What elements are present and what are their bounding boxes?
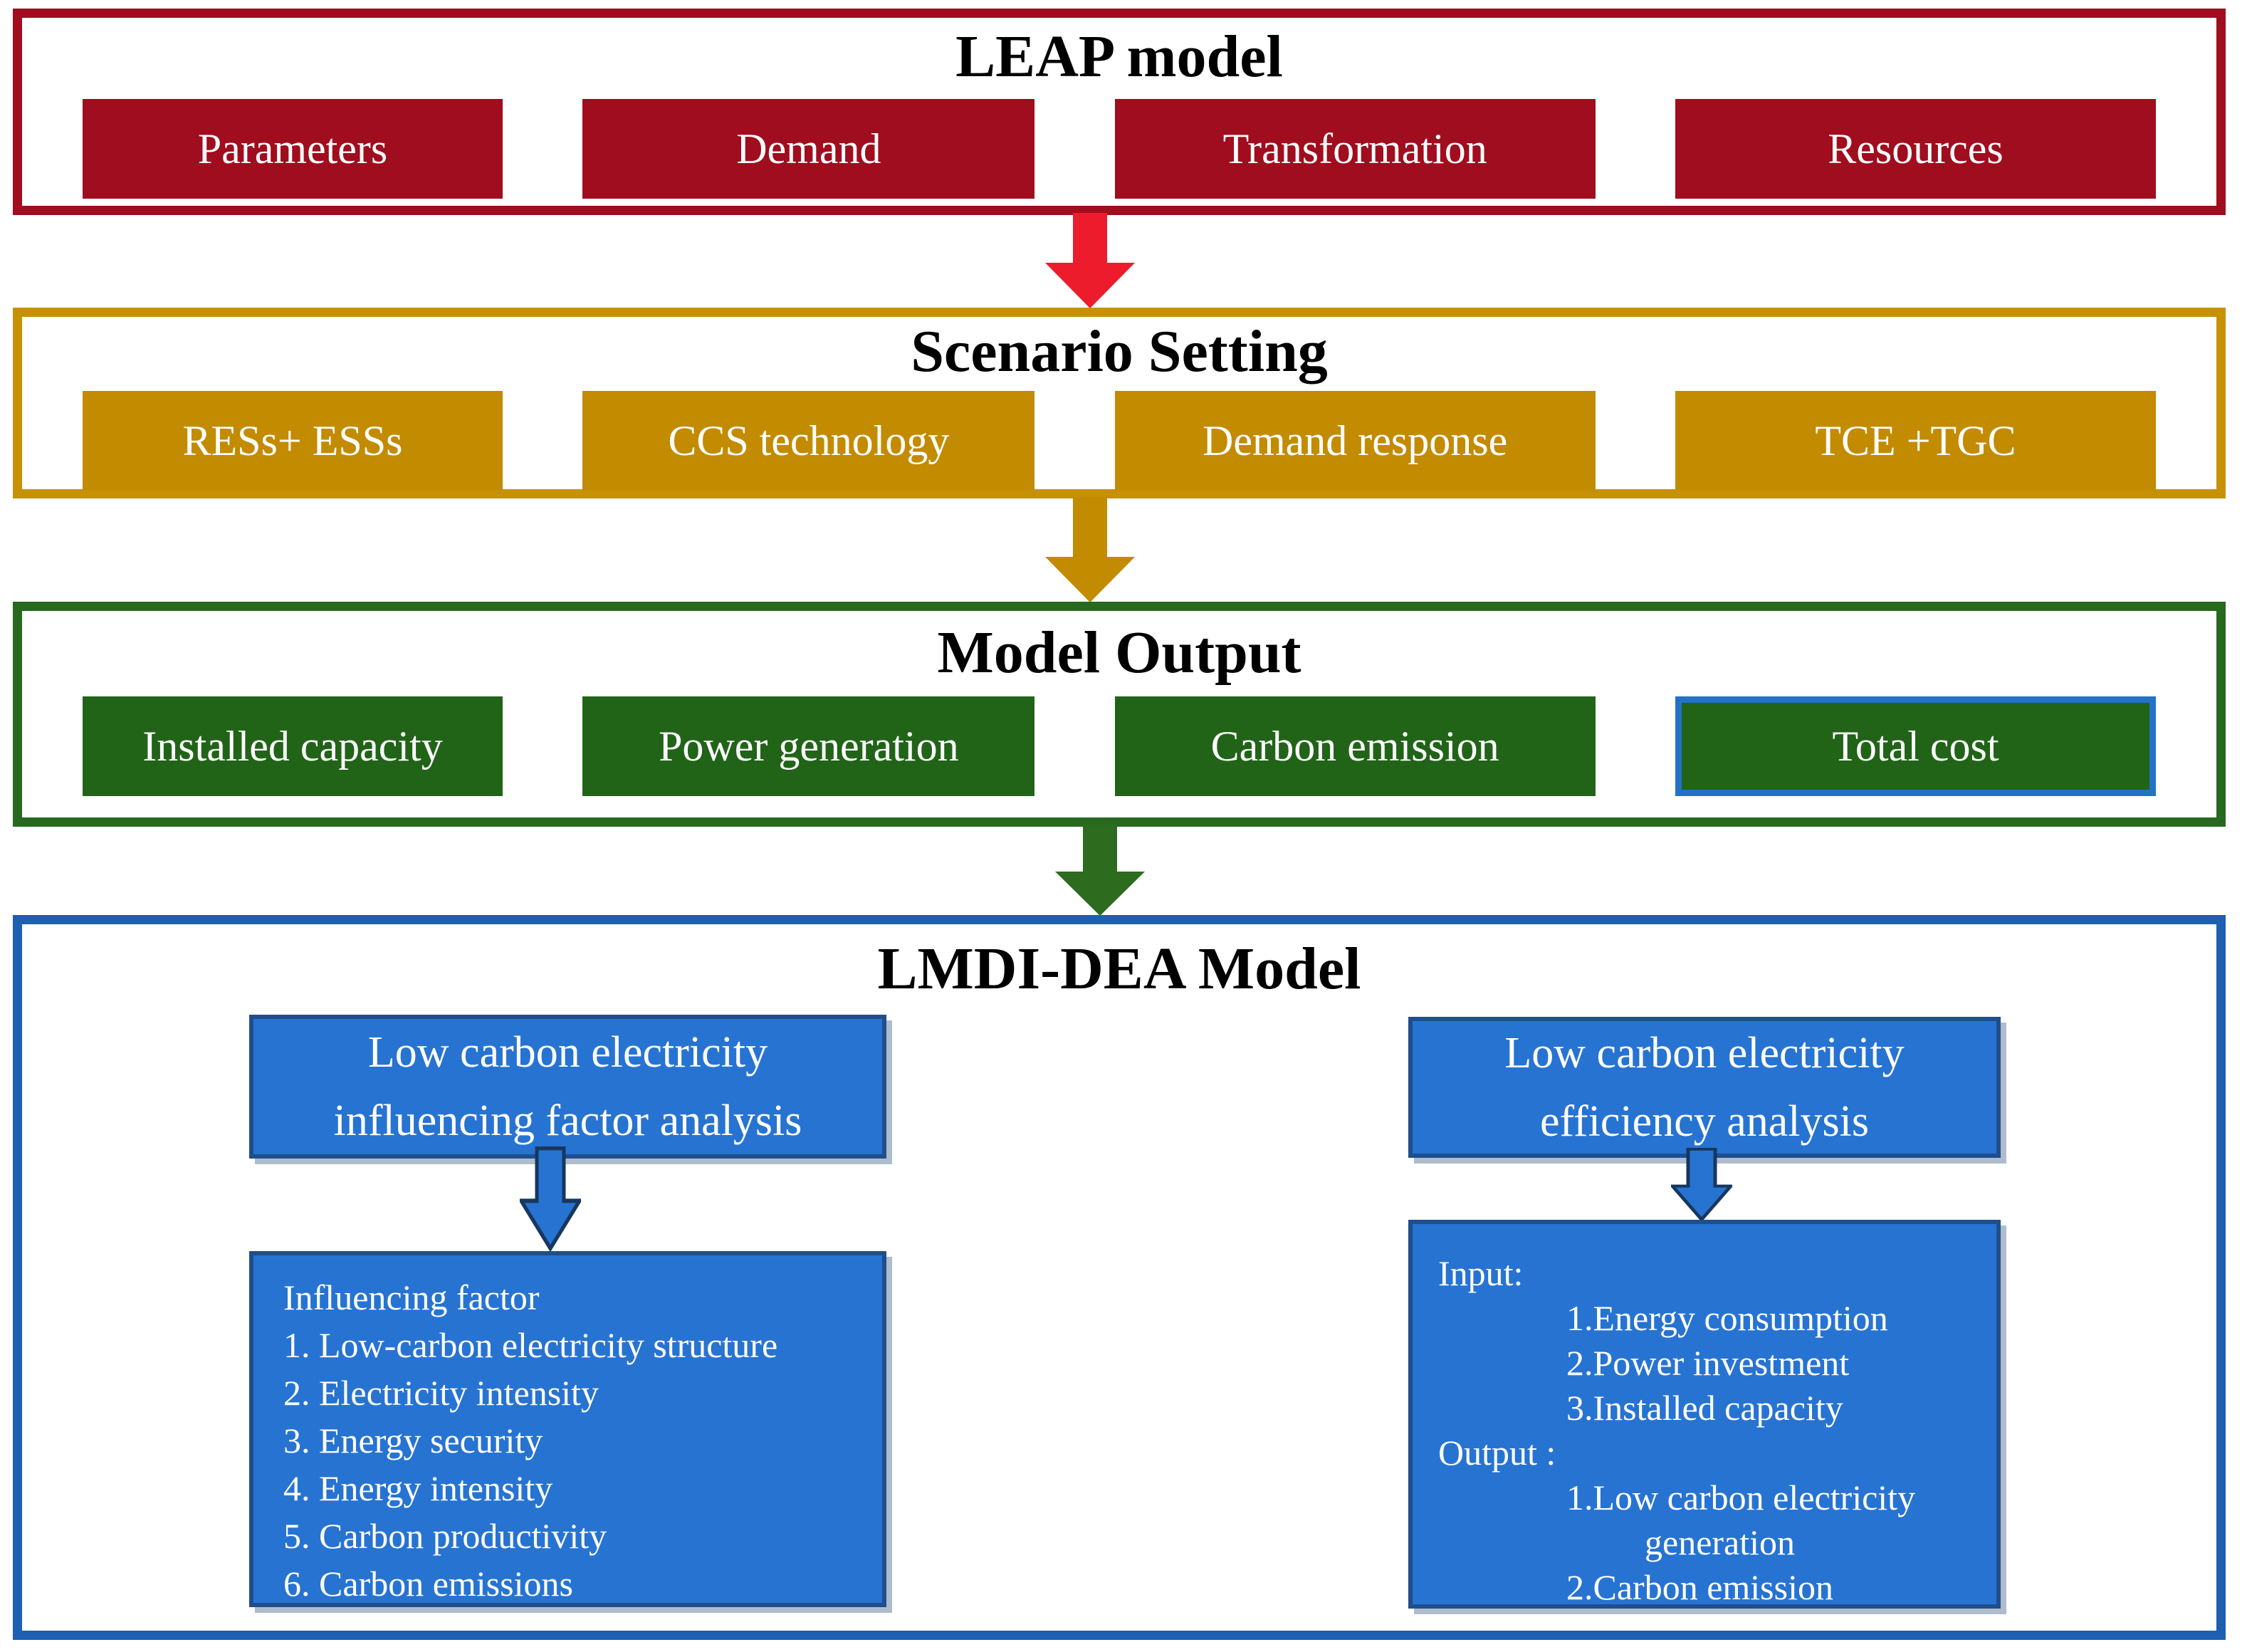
blue-down-arrow-left-icon xyxy=(520,1146,581,1252)
influencing-factor-item-6: 6. Carbon emissions xyxy=(283,1564,573,1604)
influencing-factor-item-3: 3. Energy security xyxy=(283,1421,543,1460)
scenario-setting-title: Scenario Setting xyxy=(911,318,1328,385)
output-item-1-line1: 1.Low carbon electricity xyxy=(1566,1478,1916,1517)
gold-down-arrow-icon xyxy=(1045,497,1135,602)
input-item-3: 3.Installed capacity xyxy=(1566,1388,1843,1428)
lmdi-dea-title: LMDI-DEA Model xyxy=(877,936,1361,1002)
input-item-2: 2.Power investment xyxy=(1566,1343,1850,1383)
input-output-list-box: Input: 1.Energy consumption 2.Power inve… xyxy=(1408,1220,2001,1609)
input-label: Input: xyxy=(1438,1253,1524,1293)
efficiency-analysis-line2: efficiency analysis xyxy=(1540,1097,1869,1146)
scenario-setting-panel: Scenario Setting RESs+ ESSs CCS technolo… xyxy=(13,308,2226,498)
input-item-1: 1.Energy consumption xyxy=(1566,1298,1888,1338)
leap-model-title: LEAP model xyxy=(955,23,1283,90)
efficiency-analysis-box: Low carbon electricity efficiency analys… xyxy=(1408,1017,2001,1158)
output-box-carbon-emission: Carbon emission xyxy=(1114,696,1596,797)
scenario-box-row: RESs+ ESSs CCS technology Demand respons… xyxy=(22,391,2216,491)
scenario-box-ccs-technology: CCS technology xyxy=(582,391,1035,491)
output-item-1-line2: generation xyxy=(1645,1522,1796,1562)
model-output-panel: Model Output Installed capacity Power ge… xyxy=(13,602,2226,827)
output-box-power-generation: Power generation xyxy=(582,696,1035,797)
output-box-total-cost: Total cost xyxy=(1675,696,2156,797)
output-label: Output : xyxy=(1438,1433,1556,1473)
influencing-factor-list-title: Influencing factor xyxy=(283,1277,540,1317)
output-item-2: 2.Carbon emission xyxy=(1566,1567,1833,1607)
model-output-title: Model Output xyxy=(937,620,1301,686)
green-down-arrow-icon xyxy=(1055,825,1145,916)
red-down-arrow-icon xyxy=(1045,213,1135,308)
influencing-factor-item-1: 1. Low-carbon electricity structure xyxy=(283,1325,778,1365)
leap-box-parameters: Parameters xyxy=(83,99,503,199)
output-box-row: Installed capacity Power generation Carb… xyxy=(22,696,2216,797)
influencing-factor-item-5: 5. Carbon productivity xyxy=(283,1516,607,1556)
output-box-installed-capacity: Installed capacity xyxy=(83,696,503,797)
influencing-factor-analysis-line1: Low carbon electricity xyxy=(367,1028,768,1077)
leap-model-panel: LEAP model Parameters Demand Transformat… xyxy=(13,9,2226,215)
influencing-factor-item-4: 4. Energy intensity xyxy=(283,1468,553,1508)
influencing-factor-list-box: Influencing factor 1. Low-carbon electri… xyxy=(249,1251,886,1607)
leap-box-resources: Resources xyxy=(1675,99,2156,199)
scenario-box-ress-esss: RESs+ ESSs xyxy=(83,391,503,491)
leap-box-row: Parameters Demand Transformation Resourc… xyxy=(22,99,2216,199)
leap-box-transformation: Transformation xyxy=(1114,99,1596,199)
scenario-box-tce-tgc: TCE +TGC xyxy=(1675,391,2156,491)
blue-down-arrow-right-icon xyxy=(1671,1148,1732,1222)
efficiency-analysis-line1: Low carbon electricity xyxy=(1504,1028,1905,1077)
influencing-factor-analysis-line2: influencing factor analysis xyxy=(333,1097,802,1145)
influencing-factor-item-2: 2. Electricity intensity xyxy=(283,1373,599,1413)
influencing-factor-analysis-box: Low carbon electricity influencing facto… xyxy=(249,1015,886,1159)
scenario-box-demand-response: Demand response xyxy=(1114,391,1596,491)
leap-box-demand: Demand xyxy=(582,99,1035,199)
